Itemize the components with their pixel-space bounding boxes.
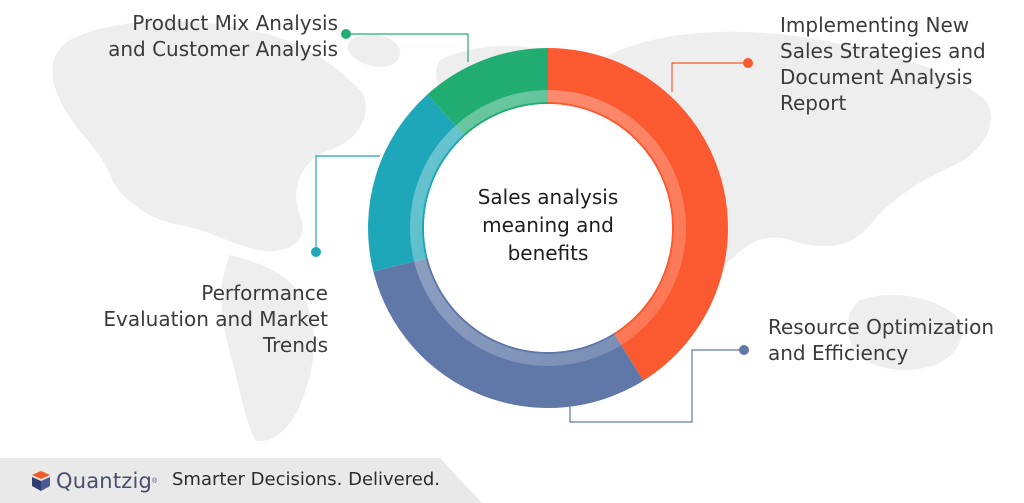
connector-bottom-right	[569, 349, 744, 423]
connector-dots	[311, 29, 753, 355]
center-title-line: benefits	[507, 241, 589, 265]
quantzig-logo-icon	[32, 471, 50, 491]
center-title: Sales analysis meaning and benefits	[448, 183, 648, 267]
label-line: Evaluation and Market	[103, 307, 328, 331]
label-line: Product Mix Analysis	[132, 11, 338, 35]
label-line: Implementing New	[780, 13, 970, 37]
dot-top-right	[743, 58, 753, 68]
label-line: Resource Optimization	[768, 315, 995, 339]
ring-segment-top-left	[427, 48, 548, 136]
center-disc	[424, 104, 672, 352]
footer-tagline: Smarter Decisions. Delivered.	[172, 469, 440, 490]
footer-band	[0, 458, 482, 503]
label-bottom-right: Resource Optimization and Efficiency	[768, 314, 1013, 366]
dot-left	[311, 247, 321, 257]
brand-trademark: ®	[152, 477, 158, 485]
label-line: Performance	[201, 281, 328, 305]
label-line: Sales Strategies and	[780, 39, 986, 63]
center-title-line: Sales analysis	[477, 185, 619, 209]
connector-top-left	[346, 33, 469, 62]
ring-segment-left	[367, 94, 466, 272]
label-line: Document Analysis	[780, 65, 973, 89]
brand-logo: Quantzig®	[30, 466, 157, 496]
label-left: Performance Evaluation and Market Trends	[84, 280, 328, 358]
label-line: and Efficiency	[768, 341, 909, 365]
label-line: Trends	[262, 333, 328, 357]
inner-ring-highlight	[410, 90, 686, 366]
donut-ring	[367, 47, 729, 409]
ring-segment-top-right	[548, 47, 729, 381]
dot-top-left	[341, 29, 351, 39]
label-top-right: Implementing New Sales Strategies and Do…	[780, 12, 1010, 116]
center-title-line: meaning and	[482, 213, 614, 237]
dot-bottom-right	[739, 345, 749, 355]
connector-lines	[315, 33, 748, 423]
brand-name: Quantzig	[56, 469, 153, 493]
label-line: and Customer Analysis	[108, 37, 338, 61]
connector-left	[315, 155, 380, 252]
label-line: Report	[780, 91, 847, 115]
connector-top-right	[671, 62, 748, 92]
label-top-left: Product Mix Analysis and Customer Analys…	[102, 10, 338, 62]
